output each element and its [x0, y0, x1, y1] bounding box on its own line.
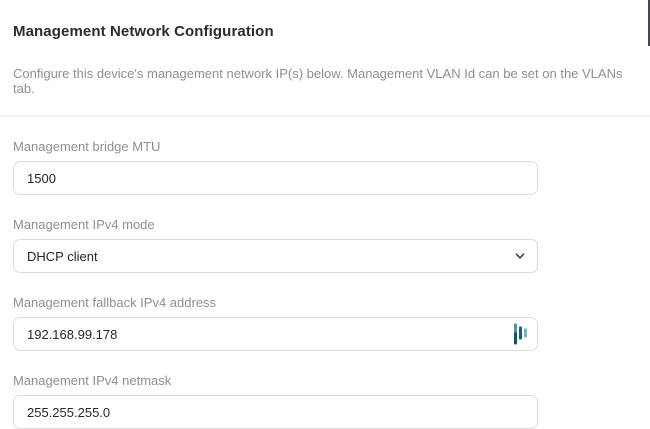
page-title: Management Network Configuration: [13, 23, 274, 40]
fallback-ipv4-input[interactable]: [13, 317, 538, 351]
netmask-label: Management IPv4 netmask: [13, 373, 172, 388]
mtu-label: Management bridge MTU: [13, 139, 161, 154]
divider: [0, 115, 650, 117]
ipv4-mode-selected-value: DHCP client: [27, 248, 98, 264]
field-management-ipv4-netmask: Management IPv4 netmask: [13, 373, 538, 429]
ipv4-mode-label: Management IPv4 mode: [13, 217, 155, 232]
ipv4-mode-select[interactable]: DHCP client: [13, 239, 538, 273]
scrollbar-thumb[interactable]: [648, 0, 650, 46]
fallback-ipv4-label: Management fallback IPv4 address: [13, 295, 217, 310]
config-form: Management bridge MTU Management IPv4 mo…: [13, 139, 637, 429]
page-description: Configure this device's management netwo…: [13, 66, 623, 96]
field-management-bridge-mtu: Management bridge MTU: [13, 139, 538, 195]
mtu-input[interactable]: [13, 161, 538, 195]
netmask-input[interactable]: [13, 395, 538, 429]
field-management-fallback-ipv4: Management fallback IPv4 address: [13, 295, 538, 351]
field-management-ipv4-mode: Management IPv4 mode DHCP client: [13, 217, 538, 273]
autofill-bars-icon[interactable]: [514, 323, 527, 345]
chevron-down-icon: [515, 253, 525, 259]
fallback-ipv4-input-wrap: [13, 317, 538, 351]
